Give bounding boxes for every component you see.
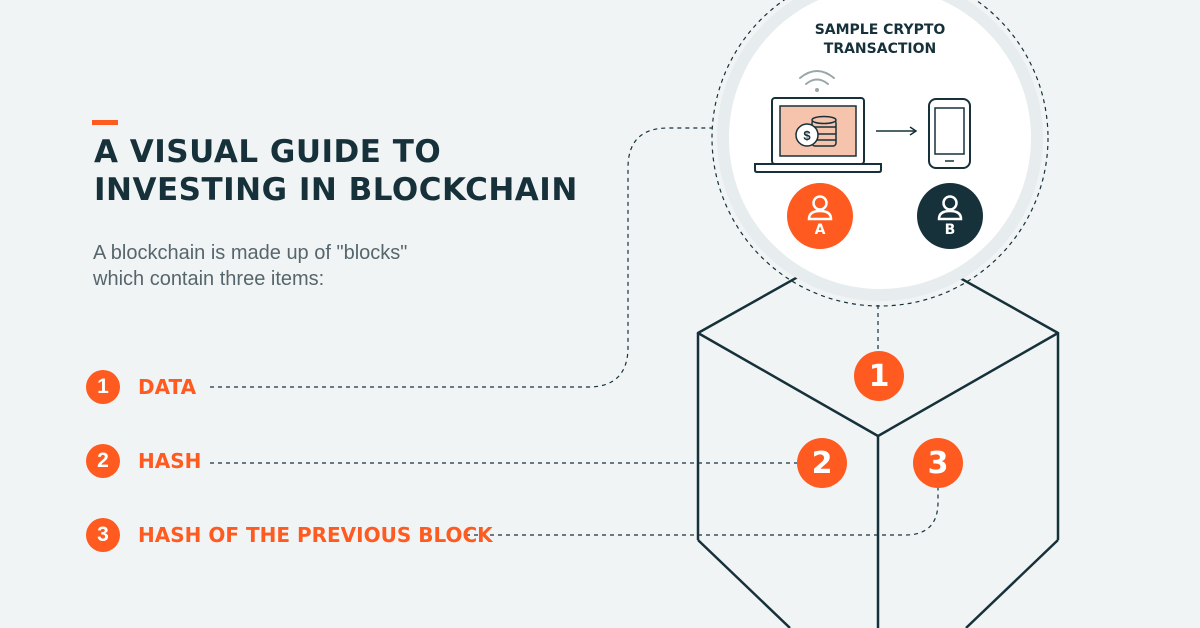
arrow-right-icon (876, 126, 918, 136)
list-item-data: 1 DATA (86, 370, 196, 404)
item-label: HASH (138, 449, 202, 473)
item-number-badge: 2 (86, 444, 120, 478)
user-b-avatar (917, 183, 983, 249)
list-item-previous-hash: 3 HASH OF THE PREVIOUS BLOCK (86, 518, 493, 552)
title-accent-bar (92, 120, 118, 125)
cube-marker-2: 2 (797, 438, 847, 488)
coins-icon: $ (795, 115, 837, 147)
page-title: A VISUAL GUIDE TO INVESTING IN BLOCKCHAI… (94, 133, 578, 209)
list-item-hash: 2 HASH (86, 444, 201, 478)
transaction-title-line-1: SAMPLE CRYPTO (814, 22, 946, 38)
laptop-icon (754, 97, 882, 173)
phone-icon (928, 98, 971, 169)
user-icon (807, 195, 833, 221)
user-a-label: A (814, 222, 826, 238)
page-title-line-2: INVESTING IN BLOCKCHAIN (94, 172, 578, 208)
page-title-line-1: A VISUAL GUIDE TO (94, 134, 442, 170)
intro-line-2: which contain three items: (93, 268, 325, 290)
user-a-avatar (787, 183, 853, 249)
item-label: HASH OF THE PREVIOUS BLOCK (138, 523, 493, 547)
cube-marker-3: 3 (913, 438, 963, 488)
cube-marker-1: 1 (854, 351, 904, 401)
item-number-badge: 1 (86, 370, 120, 404)
user-b-label: B (944, 222, 956, 238)
transaction-title-line-2: TRANSACTION (823, 41, 937, 57)
intro-text: A blockchain is made up of "blocks" whic… (93, 240, 407, 292)
wifi-icon (799, 70, 835, 92)
intro-line-1: A blockchain is made up of "blocks" (93, 242, 408, 264)
item-number-badge: 3 (86, 518, 120, 552)
item-label: DATA (138, 375, 197, 399)
transaction-title: SAMPLE CRYPTO TRANSACTION (770, 21, 990, 59)
user-icon (937, 195, 963, 221)
dashed-connectors (210, 127, 939, 536)
svg-text:$: $ (803, 128, 811, 143)
transaction-circle-dashed-outline (711, 0, 1049, 307)
